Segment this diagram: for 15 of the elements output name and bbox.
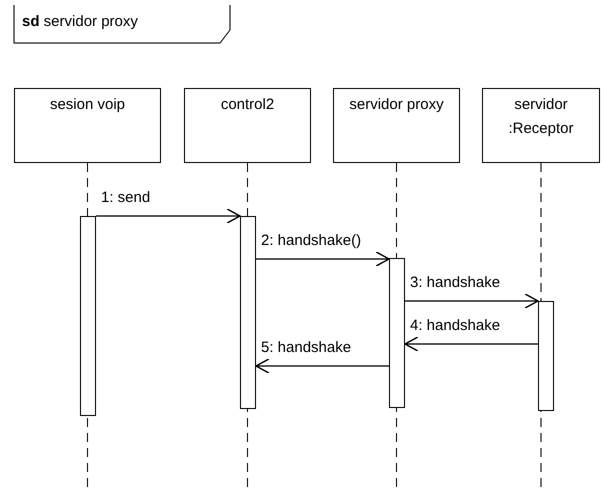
message-arrow	[255, 358, 389, 374]
activation-bar	[80, 216, 96, 416]
diagram-title: sd servidor proxy	[22, 13, 138, 30]
activation-bar	[389, 258, 405, 408]
activation-bar	[538, 301, 554, 411]
lifeline-box: control2	[184, 88, 311, 163]
message-arrow	[405, 293, 539, 309]
lifeline-box: servidor :Receptor	[482, 88, 600, 163]
message-arrow	[96, 208, 241, 224]
message-arrow	[256, 251, 390, 267]
activation-bar	[240, 216, 256, 409]
message-label: 2: handshake()	[260, 232, 362, 249]
message-arrow	[404, 336, 538, 352]
lifeline-box: sesion voip	[14, 88, 161, 163]
lifeline-box: servidor proxy	[333, 88, 460, 163]
